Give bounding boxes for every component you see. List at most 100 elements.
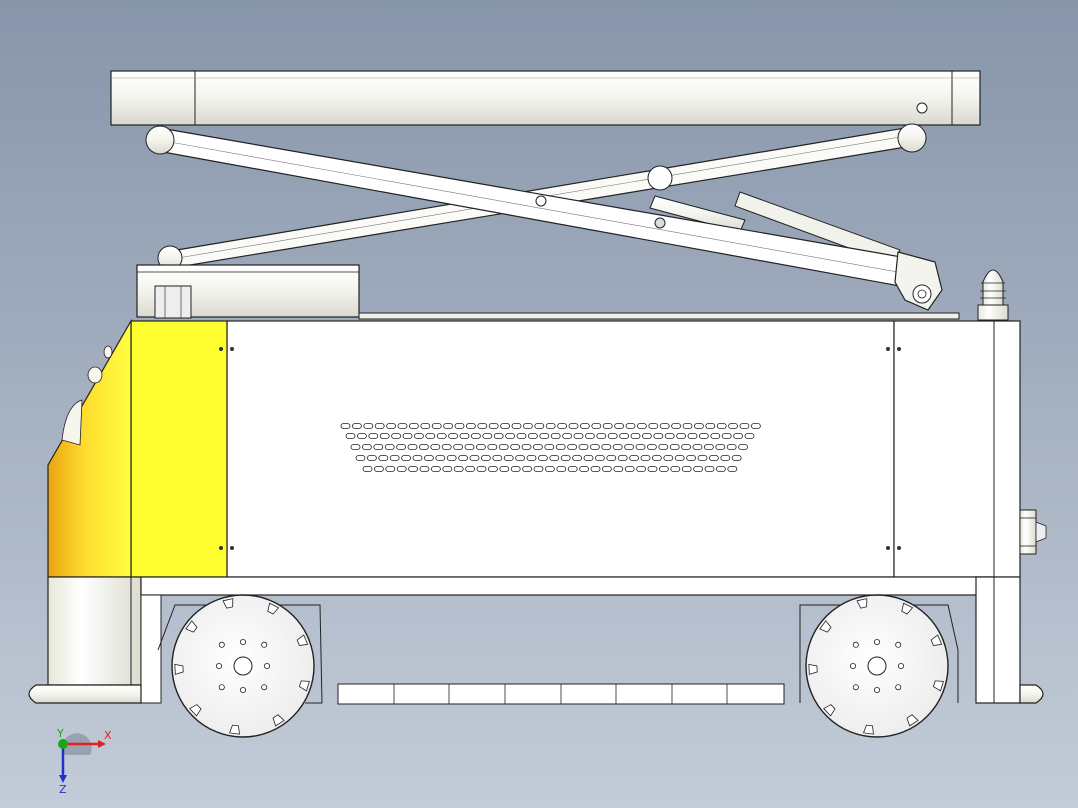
vent-slot xyxy=(413,433,424,439)
vent-slot xyxy=(579,466,589,472)
vent-slot xyxy=(373,466,384,472)
wheel-roller xyxy=(296,634,309,646)
vent-slot xyxy=(682,423,693,429)
vent-slot xyxy=(606,455,617,461)
vent-slot xyxy=(420,423,431,429)
vent-slot xyxy=(585,433,595,439)
vent-slot xyxy=(640,455,651,461)
vent-slot xyxy=(567,444,577,450)
vent-slot xyxy=(716,423,727,429)
vent-slot xyxy=(617,455,628,461)
vent-slot xyxy=(408,423,419,429)
vent-slot xyxy=(499,466,510,472)
vent-slot xyxy=(550,433,561,439)
vent-slot xyxy=(573,433,584,439)
wheel-roller xyxy=(856,598,868,609)
vent-slot xyxy=(659,466,669,472)
vent-slot xyxy=(510,466,521,472)
vent-slot xyxy=(699,433,709,439)
vent-slot xyxy=(568,423,579,429)
vent-slot xyxy=(704,444,714,450)
vent-slot xyxy=(482,433,493,439)
scissor-mechanism xyxy=(145,123,943,311)
wheel-roller xyxy=(174,663,184,675)
z-axis-label: Z xyxy=(59,783,67,795)
vent-slot xyxy=(595,455,605,461)
vent-slot xyxy=(538,455,548,461)
vent-slot xyxy=(443,423,454,429)
wheel-roller xyxy=(930,634,943,646)
vent-slot xyxy=(368,433,379,439)
vent-slot xyxy=(453,444,464,450)
vent-slot xyxy=(350,444,361,450)
vent-slot xyxy=(534,423,545,429)
vent-slot xyxy=(647,444,657,450)
vent-slot xyxy=(402,433,413,439)
vent-slot xyxy=(523,423,533,429)
vent-slot xyxy=(744,433,755,439)
vent-slot xyxy=(430,466,441,472)
vent-slot xyxy=(464,444,475,450)
vent-slot xyxy=(572,455,582,461)
vent-slot xyxy=(647,466,658,472)
wheel-roller xyxy=(906,714,919,727)
vent-slot xyxy=(636,466,646,472)
vent-slot xyxy=(378,455,389,461)
vent-slot xyxy=(663,455,674,461)
wheel-roller xyxy=(298,680,310,692)
orientation-triad[interactable]: X Y Z xyxy=(40,725,120,795)
vent-slot xyxy=(366,455,377,461)
vent-slot xyxy=(454,423,465,429)
vent-slot xyxy=(516,433,527,439)
vent-slot xyxy=(476,466,487,472)
vent-slot xyxy=(720,455,731,461)
vent-slot xyxy=(733,433,743,439)
vent-slot xyxy=(397,423,408,429)
wheel-roller xyxy=(819,620,832,633)
vent-slot xyxy=(583,455,594,461)
vent-slot xyxy=(567,466,578,472)
vent-slot xyxy=(423,455,434,461)
vent-slot xyxy=(619,433,629,439)
wheel-roller xyxy=(189,704,202,717)
vent-slot xyxy=(425,433,436,439)
vent-slot xyxy=(498,444,509,450)
vent-slot xyxy=(738,444,748,450)
vent-slot xyxy=(731,455,742,461)
vent-slot xyxy=(385,466,396,472)
vent-slot xyxy=(500,423,511,429)
vent-slot xyxy=(624,444,634,450)
vent-slot xyxy=(555,444,566,450)
vent-slot xyxy=(533,444,543,450)
vent-slot xyxy=(351,423,362,429)
vent-slot xyxy=(465,466,476,472)
z-axis-arrowhead xyxy=(59,775,67,783)
vent-slot xyxy=(751,423,761,429)
vent-slot xyxy=(533,466,544,472)
wheel-roller xyxy=(932,680,944,692)
beacon-light xyxy=(977,269,1009,321)
vent-slot xyxy=(401,455,412,461)
vent-slot xyxy=(602,423,613,429)
vent-slot xyxy=(715,444,726,450)
wheel-roller xyxy=(228,724,240,735)
vent-slot xyxy=(492,455,503,461)
vent-slot xyxy=(607,433,618,439)
vent-slot xyxy=(590,444,600,450)
vent-slot xyxy=(459,433,470,439)
wheel-roller xyxy=(222,598,234,609)
vent-slot xyxy=(505,433,516,439)
ventilation-grille xyxy=(340,423,761,472)
vent-slot xyxy=(692,444,703,450)
lift-platform xyxy=(110,70,981,126)
vent-slot xyxy=(674,455,685,461)
vent-slot xyxy=(446,455,457,461)
vent-slot xyxy=(614,423,624,429)
vent-slot xyxy=(521,444,532,450)
vent-slot xyxy=(549,455,560,461)
rear-wheel xyxy=(805,594,949,738)
vent-slot xyxy=(562,433,572,439)
vent-slot xyxy=(596,433,607,439)
